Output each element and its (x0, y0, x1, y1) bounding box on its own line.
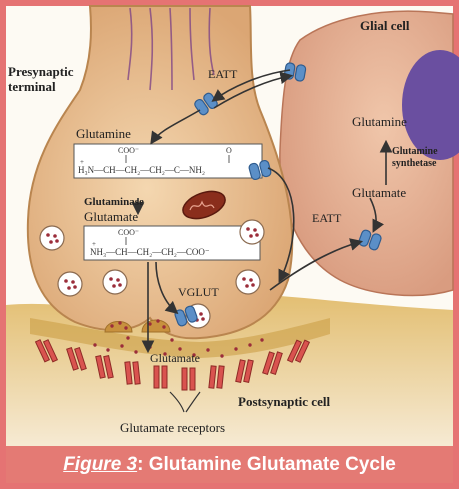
glutamate-main-chain: NH₃—CH—CH₂—CH₂—COO⁻ (90, 247, 210, 257)
glutamine-coo: COO⁻ (118, 146, 139, 155)
synthetase-label-line1: Glutamine (392, 146, 438, 157)
glutamine-label-presynaptic: Glutamine (76, 126, 131, 141)
vesicle (58, 272, 82, 296)
vesicle (40, 226, 64, 250)
glutamine-label-glial: Glutamine (352, 114, 407, 129)
figure-caption: Figure 3 : Glutamine Glutamate Cycle (6, 446, 453, 483)
glutamate-receptors-label: Glutamate receptors (120, 420, 225, 435)
presynaptic-terminal-label: Presynaptic terminal (8, 64, 77, 94)
vesicle (240, 220, 264, 244)
glutamine-synthetase-label: Glutamine synthetase (392, 146, 440, 169)
eatt-label-right: EATT (312, 211, 342, 225)
presynaptic-label-line2: terminal (8, 79, 56, 94)
postsynaptic-cell-label: Postsynaptic cell (238, 394, 330, 409)
glutaminase-label: Glutaminase (84, 196, 144, 208)
glial-cell-label: Glial cell (360, 18, 410, 33)
glutamate-label-presynaptic: Glutamate (84, 209, 138, 224)
presynaptic-label-line1: Presynaptic (8, 64, 74, 79)
glutamate-label-cleft: Glutamate (150, 351, 200, 365)
vesicle (236, 270, 260, 294)
vesicle (103, 270, 127, 294)
glutamate-label-glial: Glutamate (352, 185, 406, 200)
caption-text: Glutamine Glutamate Cycle (149, 454, 396, 476)
glutamine-oxygen: O (226, 146, 232, 155)
synthetase-label-line2: synthetase (392, 158, 437, 169)
glutamate-coo: COO⁻ (118, 228, 139, 237)
figure-reference: Figure 3 (63, 454, 137, 476)
caption-separator: : (137, 454, 149, 476)
eatt-label-top: EATT (208, 67, 238, 81)
glutamine-main-chain: H₃N—CH—CH₂—CH₂—C—NH₂ (78, 165, 205, 175)
vglut-label: VGLUT (178, 285, 219, 299)
